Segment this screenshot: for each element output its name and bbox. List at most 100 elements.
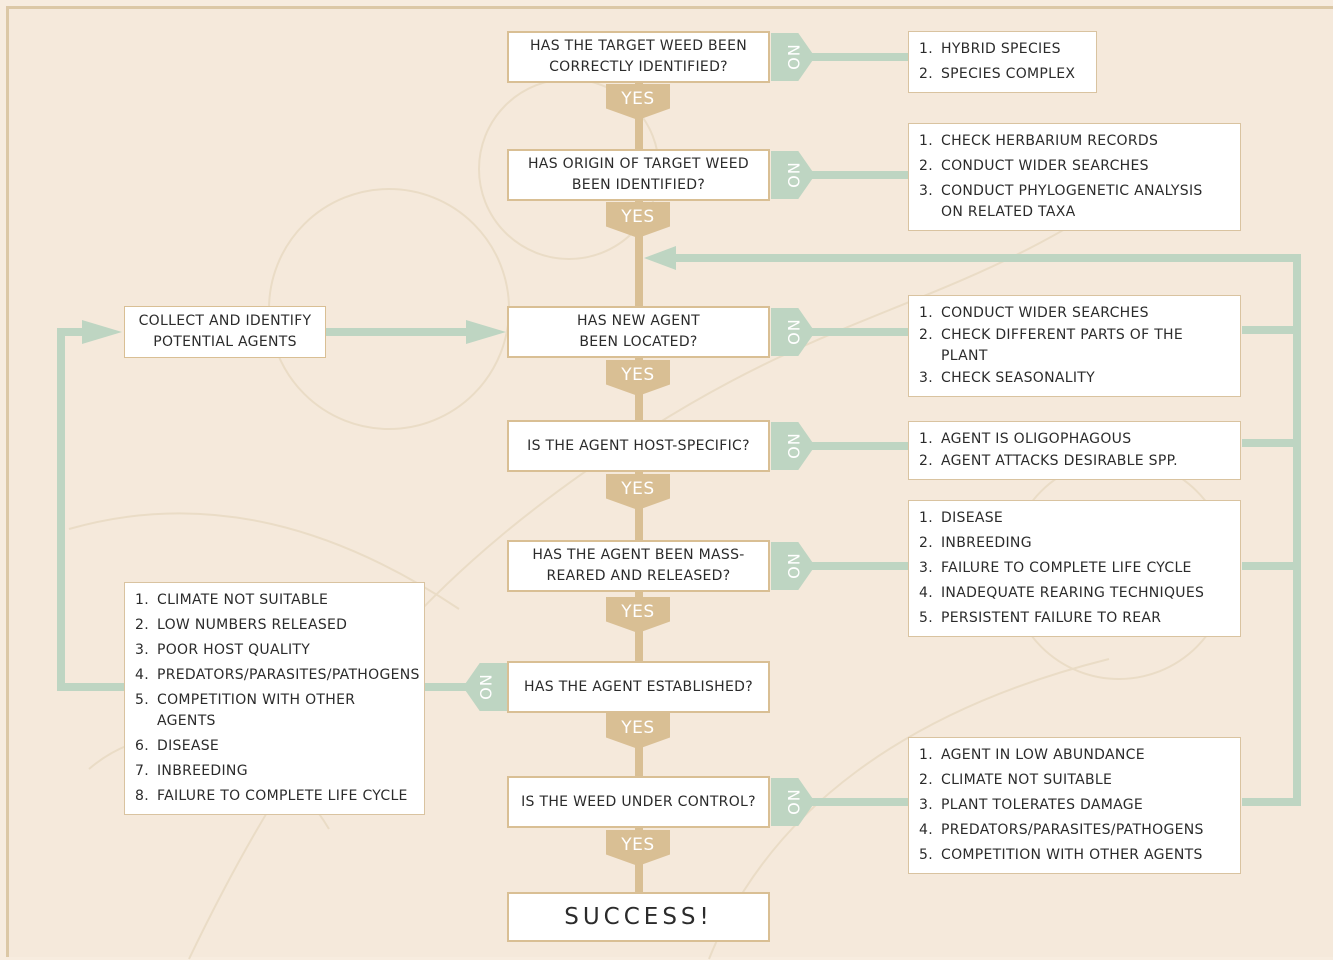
reason-text: CONDUCT WIDER SEARCHES (941, 158, 1149, 174)
reason-text: FAILURE TO COMPLETE LIFE CYCLE (941, 560, 1192, 576)
reasons-list-7: 1.AGENT IN LOW ABUNDANCE 2.CLIMATE NOT S… (919, 745, 1230, 866)
reason-number: 1. (919, 133, 933, 149)
arrowhead-collect (466, 320, 506, 344)
reason-number: 2. (135, 617, 149, 633)
reason-number: 4. (919, 585, 933, 601)
reason-number: 3. (135, 642, 149, 658)
question-text-1: HAS THE TARGET WEED BEEN CORRECTLY IDENT… (529, 38, 747, 75)
reason-item: 4. PREDATORS/PARASITES/PATHOGENS (135, 665, 419, 686)
reason-item: 2. CLIMATE NOT SUITABLE (919, 770, 1230, 791)
question-box-1: HAS THE TARGET WEED BEEN CORRECTLY IDENT… (507, 31, 770, 83)
reasons-box-1: 1. HYBRID SPECIES 2. SPECIES COMPLEX (908, 31, 1097, 93)
reason-item: 3.POOR HOST QUALITY (135, 640, 414, 661)
reasons-list-1: 1. HYBRID SPECIES 2. SPECIES COMPLEX (919, 39, 1086, 85)
yes-label-7: YES (621, 835, 655, 855)
reason-number: 2. (919, 327, 933, 343)
no-label-7: NO (783, 788, 803, 816)
reason-item: 1. CONDUCT WIDER SEARCHES (919, 303, 1230, 324)
reasons-list-5: 1.DISEASE 2.INBREEDING 3.FAILURE TO COMP… (919, 508, 1230, 629)
reason-number: 7. (135, 763, 149, 779)
reason-item: 1.AGENT IS OLIGOPHAGOUS (919, 429, 1230, 450)
reason-number: 1. (919, 510, 933, 526)
collect-agents-box: COLLECT AND IDENTIFY POTENTIAL AGENTS (124, 306, 326, 358)
reasons-box-4: 1.AGENT IS OLIGOPHAGOUS 2.AGENT ATTACKS … (908, 421, 1241, 480)
reason-text: CLIMATE NOT SUITABLE (941, 772, 1113, 788)
reason-text: CHECK HERBARIUM RECORDS (941, 133, 1159, 149)
collect-agents-text: COLLECT AND IDENTIFY POTENTIAL AGENTS (138, 313, 312, 350)
reason-text: CHECK SEASONALITY (941, 370, 1095, 386)
reason-item: 2. SPECIES COMPLEX (919, 64, 1086, 85)
question-text-7: IS THE WEED UNDER CONTROL? (521, 793, 756, 810)
reason-number: 3. (919, 560, 933, 576)
reason-item: 5.COMPETITION WITH OTHER AGENTS (135, 690, 414, 732)
reason-text: INBREEDING (941, 535, 1032, 551)
reason-number: 3. (919, 370, 933, 386)
no-label-6: NO (475, 673, 495, 701)
reasons-box-6: 1. CLIMATE NOT SUITABLE 2. LOW NUMBERS REL… (124, 582, 425, 815)
no-label-3: NO (783, 318, 803, 346)
question-box-4: IS THE AGENT HOST-SPECIFIC? (507, 420, 770, 472)
no-label-5: NO (783, 552, 803, 580)
reason-item: 4. INADEQUATE REARING TECHNIQUES (919, 583, 1230, 604)
reason-text: CHECK DIFFERENT PARTS OF THE PLANT (941, 327, 1184, 364)
feedback-loop-left (57, 328, 124, 691)
reasons-box-2: 1. CHECK HERBARIUM RECORDS 2. CONDUCT WIDE… (908, 123, 1241, 231)
reason-item: 4. PREDATORS/PARASITES/PATHOGENS (919, 820, 1230, 841)
reason-number: 2. (919, 535, 933, 551)
reason-number: 3. (919, 183, 933, 199)
success-text: SUCCESS! (564, 903, 713, 930)
question-text-6: HAS THE AGENT ESTABLISHED? (524, 678, 753, 695)
reason-text: PERSISTENT FAILURE TO REAR (941, 610, 1162, 626)
reason-item: 3. PLANT TOLERATES DAMAGE (919, 795, 1230, 816)
question-box-7: IS THE WEED UNDER CONTROL? (507, 776, 770, 828)
reason-number: 2. (919, 66, 933, 82)
question-text-2: HAS ORIGIN OF TARGET WEED BEEN IDENTIFIE… (527, 156, 750, 193)
reason-text: PLANT TOLERATES DAMAGE (941, 797, 1144, 813)
reasons-box-7: 1.AGENT IN LOW ABUNDANCE 2.CLIMATE NOT S… (908, 737, 1241, 874)
reason-number: 1. (919, 305, 933, 321)
reasons-box-3: 1. CONDUCT WIDER SEARCHES 2. CHECK DIFFERE… (908, 295, 1241, 397)
reasons-box-5: 1.DISEASE 2.INBREEDING 3.FAILURE TO COMP… (908, 500, 1241, 637)
reason-number: 5. (919, 610, 933, 626)
feedback-loop-right (660, 254, 1301, 806)
reason-text: HYBRID SPECIES (941, 41, 1061, 57)
question-box-3: HAS NEW AGENT BEEN LOCATED? (507, 306, 770, 358)
question-text-3: HAS NEW AGENT BEEN LOCATED? (576, 313, 700, 350)
question-box-6: HAS THE AGENT ESTABLISHED? (507, 661, 770, 713)
question-box-2: HAS ORIGIN OF TARGET WEED BEEN IDENTIFIE… (507, 149, 770, 201)
no-label-2: NO (783, 161, 803, 189)
reason-number: 1. (919, 431, 933, 447)
reason-number: 8. (135, 788, 149, 804)
arrowhead-left-loop (82, 320, 122, 344)
reasons-list-4: 1.AGENT IS OLIGOPHAGOUS 2.AGENT ATTACKS … (919, 429, 1230, 472)
reason-number: 1. (135, 592, 149, 608)
no-label-4: NO (783, 432, 803, 460)
reason-text: DISEASE (157, 738, 220, 754)
reason-number: 1. (919, 41, 933, 57)
reason-number: 2. (919, 158, 933, 174)
yes-label-3: YES (621, 365, 655, 385)
reason-text: INADEQUATE REARING TECHNIQUES (941, 585, 1205, 601)
reason-item: 3. FAILURE TO COMPLETE LIFE CYCLE (919, 558, 1230, 579)
reason-item: 2. CHECK DIFFERENT PARTS OF THE PLANT (919, 325, 1230, 367)
reason-item: 1. CHECK HERBARIUM RECORDS (919, 131, 1230, 152)
reason-text: LOW NUMBERS RELEASED (157, 617, 348, 633)
success-box: SUCCESS! (507, 892, 770, 942)
reason-number: 4. (135, 667, 149, 683)
reason-number: 4. (919, 822, 933, 838)
reason-text: FAILURE TO COMPLETE LIFE CYCLE (157, 788, 408, 804)
reason-text: CONDUCT WIDER SEARCHES (941, 305, 1149, 321)
reason-text: SPECIES COMPLEX (941, 66, 1076, 82)
reason-number: 3. (919, 797, 933, 813)
reason-item: 7.INBREEDING (135, 761, 414, 782)
reasons-list-2: 1. CHECK HERBARIUM RECORDS 2. CONDUCT WIDE… (919, 131, 1230, 223)
reason-item: 2.AGENT ATTACKS DESIRABLE SPP. (919, 451, 1230, 472)
reason-text: CLIMATE NOT SUITABLE (157, 592, 329, 608)
yes-label-1: YES (621, 89, 655, 109)
reasons-list-6: 1. CLIMATE NOT SUITABLE 2. LOW NUMBERS REL… (135, 590, 419, 807)
reason-text: PREDATORS/PARASITES/PATHOGENS (157, 667, 420, 683)
reason-text: PREDATORS/PARASITES/PATHOGENS (941, 822, 1204, 838)
reason-item: 2. CONDUCT WIDER SEARCHES (919, 156, 1230, 177)
reason-number: 6. (135, 738, 149, 754)
reason-number: 2. (919, 772, 933, 788)
